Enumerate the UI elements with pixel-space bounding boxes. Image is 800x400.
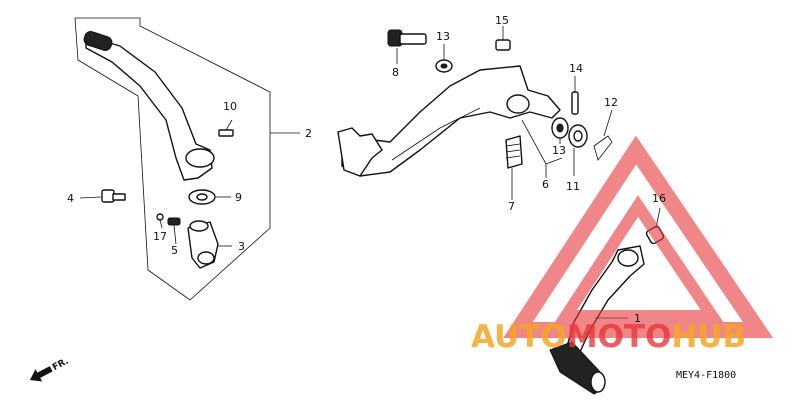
- watermark-triangle-inner: [554, 195, 724, 322]
- callout-10: 10: [223, 100, 237, 113]
- callout-12: 12: [604, 96, 618, 109]
- callout-13-pivot: 13: [552, 144, 566, 157]
- callout-3: 3: [238, 240, 245, 253]
- bolt-15: [495, 26, 511, 51]
- callout-5: 5: [171, 244, 178, 257]
- pedal-pivot-bore: [506, 94, 530, 114]
- front-indicator: FR.: [29, 356, 70, 382]
- callout-17: 17: [153, 230, 167, 243]
- seal-13-pivot: [551, 117, 569, 144]
- front-arrow-icon: [29, 366, 53, 382]
- watermark-logo: [503, 135, 774, 338]
- spring-5: [167, 217, 181, 245]
- clip-12: [593, 109, 613, 161]
- callout-15: 15: [495, 14, 509, 27]
- callout-11: 11: [566, 180, 580, 193]
- washer-9: [188, 189, 231, 205]
- bolt-10: [218, 119, 234, 137]
- brake-pedal: [337, 65, 561, 177]
- ball-17: [156, 213, 164, 229]
- callout-6: 6: [542, 178, 549, 191]
- callout-4: 4: [67, 192, 74, 205]
- return-spring-7: [505, 135, 523, 200]
- watermark-triangle-outer: [503, 135, 774, 338]
- callout-9: 9: [235, 191, 242, 204]
- pin-14: [571, 76, 579, 115]
- shift-pivot: [617, 249, 639, 267]
- washer-11: [568, 124, 588, 176]
- kick-rubber-grip: [83, 31, 113, 51]
- kick-lever: [83, 31, 215, 181]
- kick-pivot-boss: [185, 148, 215, 168]
- seal-13-top: [435, 44, 453, 73]
- kick-group-outline: [74, 17, 271, 301]
- callout-14: 14: [569, 62, 583, 75]
- callout-7: 7: [508, 200, 515, 213]
- callout-2: 2: [305, 127, 312, 140]
- pivot-bolt-8: [387, 29, 427, 64]
- callout-16: 16: [652, 192, 666, 205]
- callout-8: 8: [392, 66, 399, 79]
- pedal-tip-teeth: [337, 127, 383, 177]
- diagram-code: MEY4-F1800: [676, 370, 736, 381]
- svg-text:FR.: FR.: [51, 356, 70, 373]
- kick-joint-3: [187, 220, 232, 269]
- callout-1: 1: [634, 312, 641, 325]
- callout-13-top: 13: [436, 30, 450, 43]
- bolt-4: [79, 189, 126, 203]
- watermark-text: AUTOMOTOHUB: [471, 319, 746, 355]
